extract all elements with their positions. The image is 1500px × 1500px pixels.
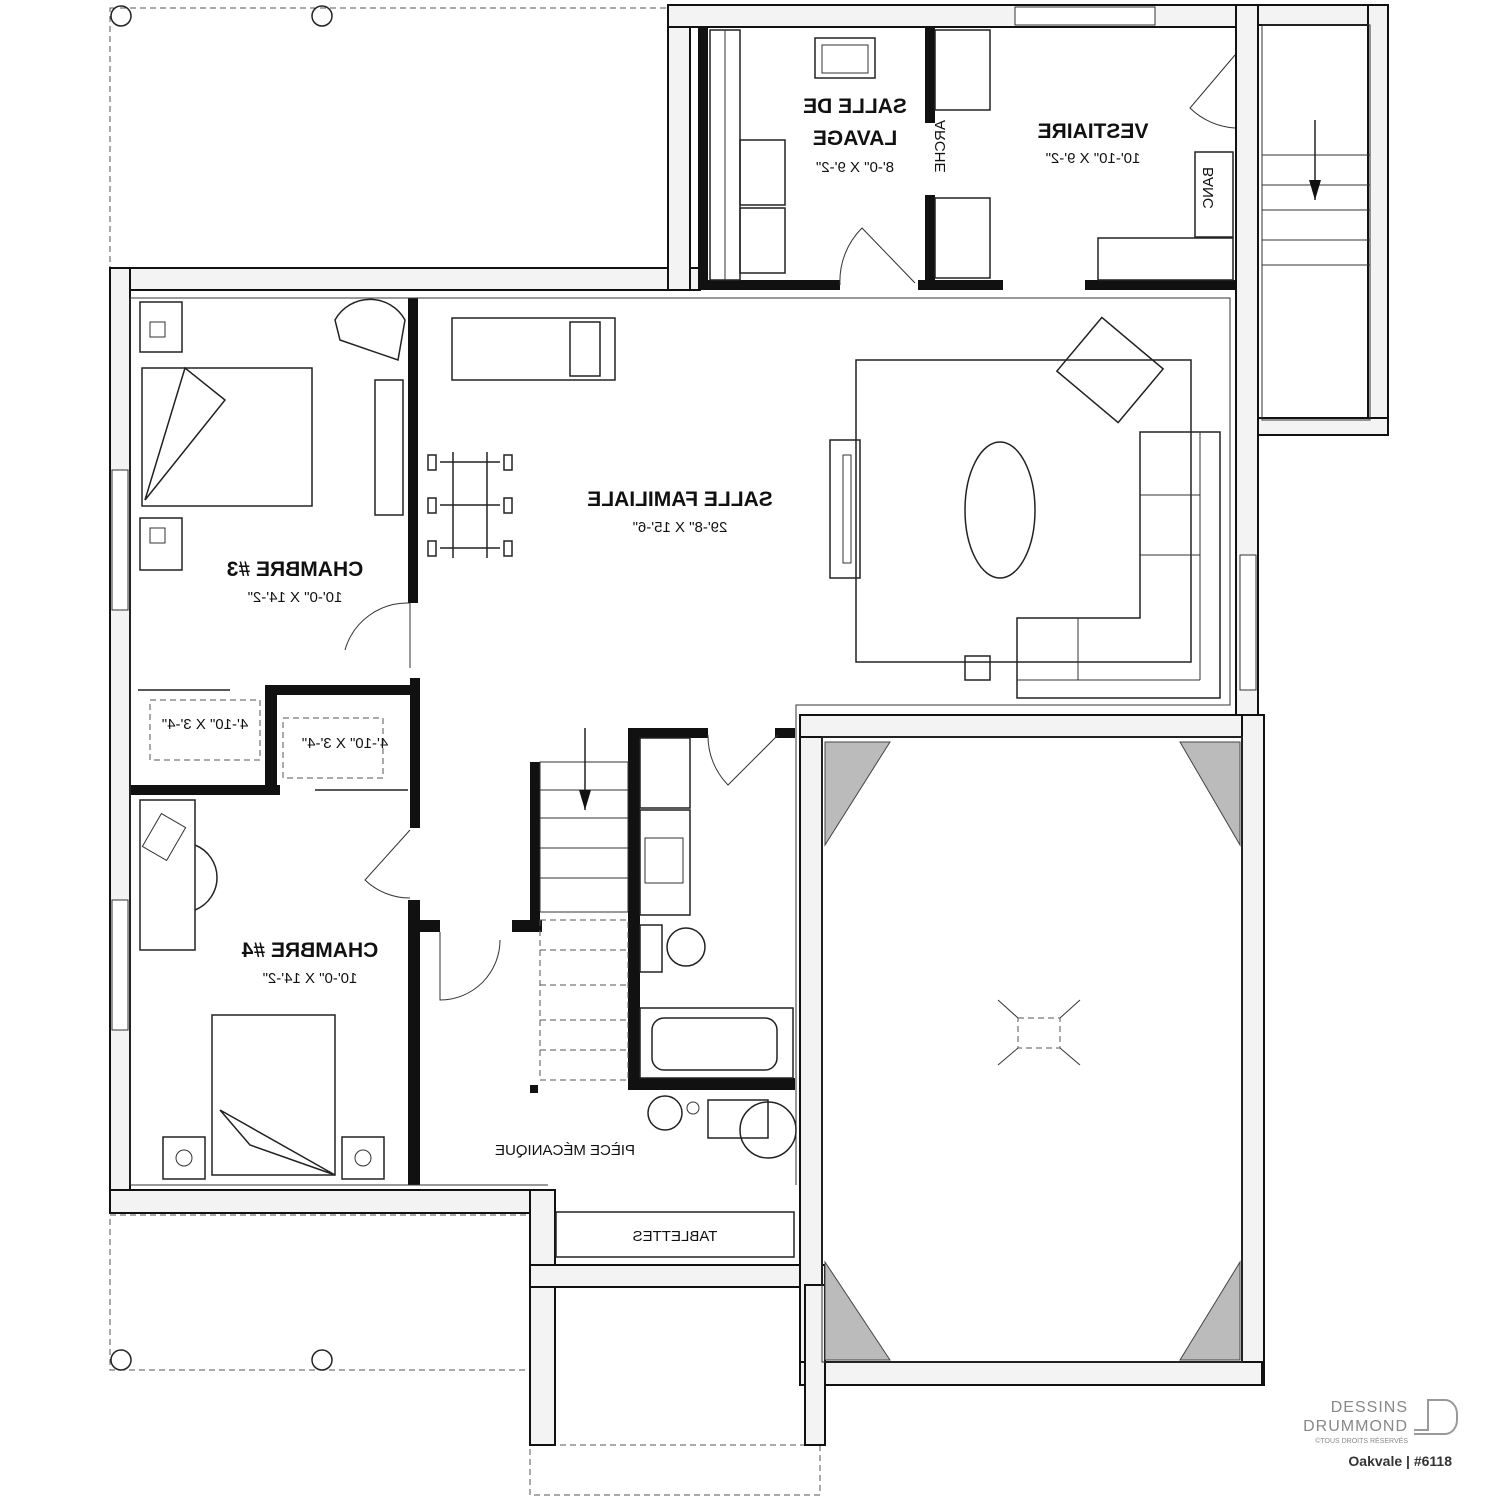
mechanical-room-name: PIÈCE MÉCANIQUE (495, 1142, 635, 1159)
cloakroom-name: VESTIAIRE (1038, 120, 1149, 143)
closet-b-size: 4'-10" X 3'-4" (302, 735, 388, 752)
bedroom3-name: CHAMBRE #3 (227, 558, 364, 581)
garage (821, 736, 1243, 1363)
family-room-name: SALLE FAMILIALE (587, 488, 773, 511)
laundry-name-2: LAVAGE (813, 127, 897, 150)
family-room-size: 29'-8" X 15'-6" (633, 519, 728, 536)
exterior-walls (109, 4, 1389, 1446)
plan-id: Oakvale | #6118 (1348, 1453, 1452, 1469)
bedroom4-name: CHAMBRE #4 (241, 939, 378, 962)
bedroom4-size: 10'-0" X 14'-2" (263, 970, 358, 987)
laundry-fixtures (709, 29, 991, 286)
dessins-drummond-logo: DESSINS DRUMMOND ©TOUS DROITS RÉSERVÉS (1303, 1399, 1458, 1445)
windows (111, 6, 1257, 1031)
cloakroom-fixtures (1097, 54, 1236, 281)
closets (138, 689, 408, 791)
bedroom3-furniture (139, 298, 411, 668)
svg-text:©TOUS DROITS RÉSERVÉS: ©TOUS DROITS RÉSERVÉS (1315, 1436, 1408, 1445)
logo-mark-icon (1414, 1399, 1458, 1435)
lower-step (529, 1444, 821, 1496)
shelves-label: TABLETTES (633, 1228, 718, 1245)
bathroom-fixtures (639, 734, 794, 1079)
central-stair (539, 728, 629, 1081)
family-room-furniture (427, 316, 1221, 699)
bedroom3-size: 10'-0" X 14'-2" (248, 589, 343, 606)
lower-left-deck (109, 1214, 531, 1371)
interior-walls (130, 28, 1235, 1185)
laundry-size: 8'-0" X 9'-2" (816, 159, 894, 176)
svg-text:DRUMMOND: DRUMMOND (1303, 1418, 1408, 1435)
cloakroom-size: 10'-10" X 9'-2" (1046, 150, 1141, 167)
closet-a-size: 4'-10" X 3'-4" (162, 716, 248, 733)
laundry-name-1: SALLE DE (803, 95, 907, 118)
bench-label: BANC (1200, 167, 1217, 209)
stair-right (1261, 24, 1371, 421)
inner-finish-line (129, 297, 1231, 1186)
mechanical-fixtures (555, 1095, 797, 1258)
room-labels: SALLE DE LAVAGE 8'-0" X 9'-2" VESTIAIRE … (162, 95, 1217, 1245)
bedroom4-furniture (139, 799, 501, 1180)
upper-left-deck (109, 5, 671, 271)
svg-text:DESSINS: DESSINS (1331, 1399, 1408, 1416)
arch-label: ARCHE (932, 120, 949, 173)
